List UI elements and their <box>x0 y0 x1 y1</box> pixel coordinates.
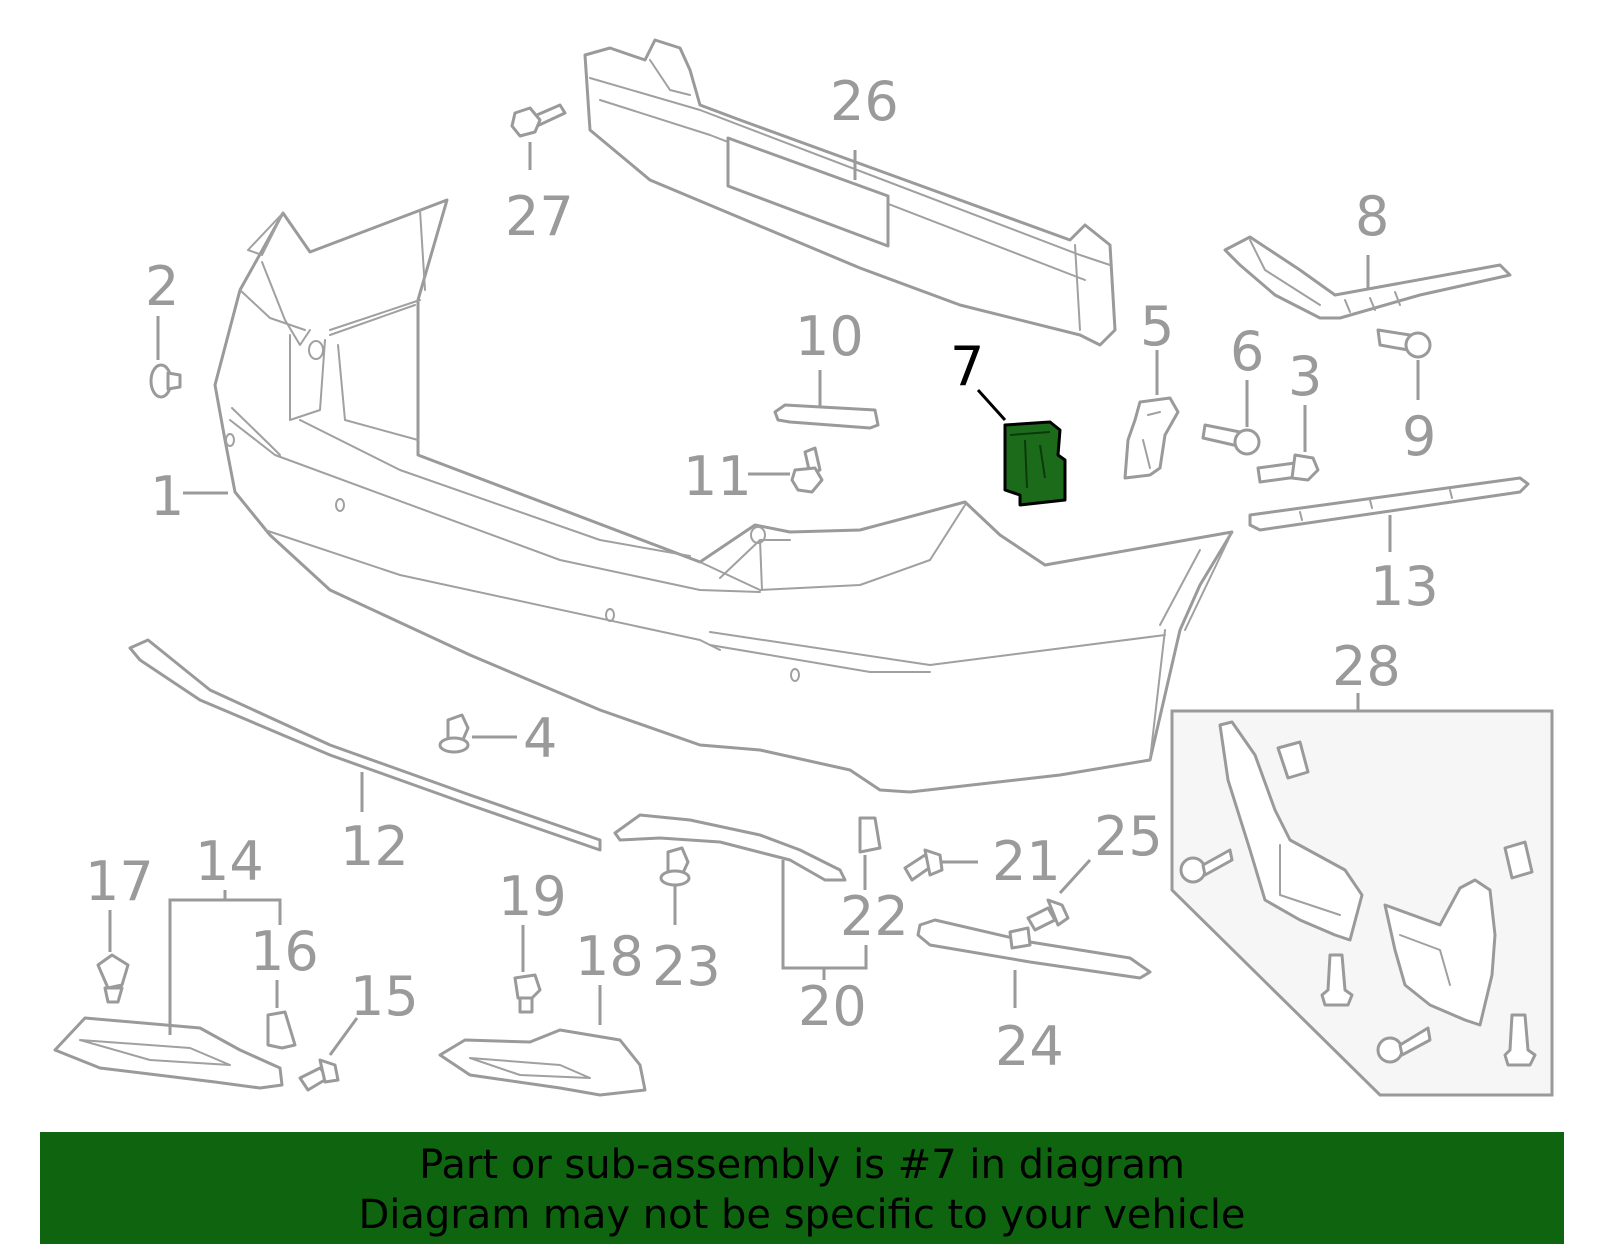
part-3-bolt[interactable] <box>1256 453 1320 484</box>
callout-23: 23 <box>652 935 721 998</box>
part-28-mudguard-kit[interactable] <box>1170 709 1554 1097</box>
part-27-bolt[interactable] <box>510 103 567 138</box>
part-4-clip[interactable] <box>438 713 470 754</box>
part-21-bolt[interactable] <box>903 848 944 882</box>
part-16-retainer[interactable] <box>266 1010 297 1050</box>
callout-17: 17 <box>85 850 154 913</box>
part-23-clip[interactable] <box>659 846 691 887</box>
part-2-clip[interactable] <box>149 363 182 399</box>
part-10-bracket[interactable] <box>773 403 880 430</box>
part-13-molding[interactable] <box>1248 476 1530 532</box>
callout-12: 12 <box>340 815 409 878</box>
part-22-nut[interactable] <box>858 816 882 854</box>
callout-28: 28 <box>1332 635 1401 698</box>
part-12-lower-molding[interactable] <box>128 638 602 852</box>
part-9-screw[interactable] <box>1376 328 1432 359</box>
part-15-bolt[interactable] <box>298 1058 340 1092</box>
callout-7-highlighted: 7 <box>950 335 984 398</box>
banner-line-1: Part or sub-assembly is #7 in diagram <box>419 1142 1185 1188</box>
callout-11: 11 <box>683 445 752 508</box>
callout-21: 21 <box>992 830 1061 893</box>
part-1-bumper-cover[interactable] <box>213 198 1234 794</box>
callout-3: 3 <box>1288 345 1322 408</box>
callout-22: 22 <box>840 885 909 948</box>
part-19-bolt[interactable] <box>513 973 542 1014</box>
callout-6: 6 <box>1230 320 1264 383</box>
part-17-clip[interactable] <box>96 953 130 1004</box>
callout-20: 20 <box>798 975 867 1038</box>
callout-9: 9 <box>1402 405 1436 468</box>
callout-4: 4 <box>523 707 557 770</box>
callout-15: 15 <box>350 965 419 1028</box>
part-8-retainer[interactable] <box>1223 235 1512 320</box>
part-25-bolt[interactable] <box>1026 898 1070 932</box>
callout-27: 27 <box>505 185 574 248</box>
part-5-bracket[interactable] <box>1123 396 1180 480</box>
callout-24: 24 <box>995 1015 1064 1078</box>
callout-labels: 26 27 2 1 10 11 7 5 6 3 8 9 13 28 4 12 1… <box>85 70 1439 1078</box>
callout-19: 19 <box>498 865 567 928</box>
callout-2: 2 <box>145 255 179 318</box>
callout-1: 1 <box>150 465 184 528</box>
callout-14: 14 <box>195 830 264 893</box>
part-18-right-reflector[interactable] <box>438 1028 647 1097</box>
callout-10: 10 <box>795 305 864 368</box>
callout-13: 13 <box>1370 555 1439 618</box>
banner-line-2: Diagram may not be specific to your vehi… <box>358 1192 1246 1238</box>
callout-8: 8 <box>1355 185 1389 248</box>
part-7-bracket-highlighted[interactable] <box>1003 420 1067 507</box>
part-6-screw[interactable] <box>1201 423 1261 456</box>
part-26-reinforcement-beam[interactable] <box>583 38 1117 347</box>
leader-lines <box>108 142 1420 1056</box>
callout-5: 5 <box>1140 295 1174 358</box>
info-banner: Part or sub-assembly is #7 in diagram Di… <box>40 1132 1564 1244</box>
callout-18: 18 <box>575 925 644 988</box>
part-24-molding[interactable] <box>916 918 1152 980</box>
callout-16: 16 <box>250 920 319 983</box>
callout-26: 26 <box>830 70 899 133</box>
callout-25: 25 <box>1094 805 1163 868</box>
part-14-left-reflector[interactable] <box>53 1016 284 1090</box>
part-11-bolt[interactable] <box>790 446 824 494</box>
part-20-bracket[interactable] <box>613 813 847 882</box>
